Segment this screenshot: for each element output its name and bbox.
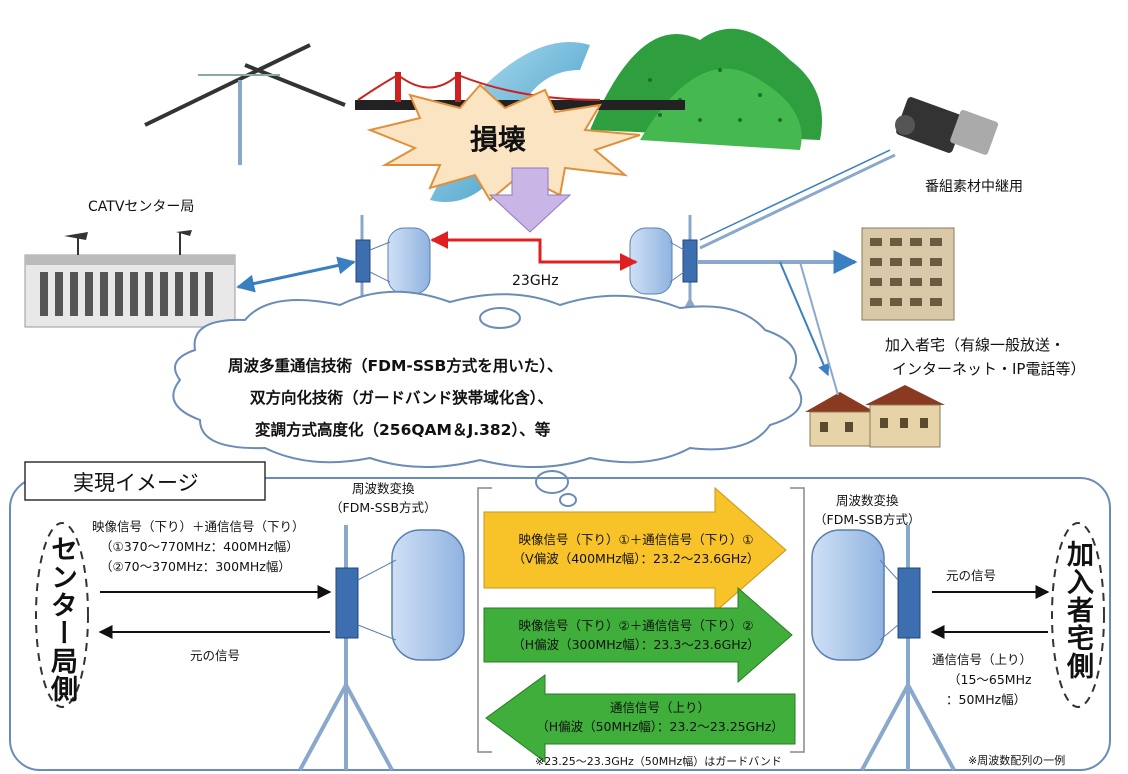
cloud-line-1: 周波多重通信技術（FDM-SSB方式を用いた）、 [228, 357, 563, 375]
green-arrow-line1: 映像信号（下り）②＋通信信号（下り）② [518, 618, 754, 633]
yellow-downlink-arrow-shape [483, 486, 787, 614]
realization-image-frame [9, 477, 1111, 771]
catv-building-illustration [24, 230, 236, 328]
apartment-building-illustration [861, 227, 955, 321]
camera-link-line-2 [699, 149, 891, 241]
program-relay-label: 番組素材中継用 [925, 179, 1023, 195]
subscriber-side-ellipse [1051, 522, 1105, 708]
tv-antenna-illustration [144, 43, 346, 165]
cloud-line-3: 変調方式高度化（256QAM＆J.382）、等 [255, 421, 551, 439]
thought-cloud [172, 290, 803, 507]
right-original-signal: 元の信号 [946, 568, 997, 583]
yellow-arrow-line1: 映像信号（下り）①＋通信信号（下り）① [518, 532, 754, 547]
right-upstream-line1: 通信信号（上り） [932, 652, 1033, 667]
left-signal-line1: 映像信号（下り）＋通信信号（下り） [92, 519, 305, 534]
camera-link-line [699, 153, 896, 250]
cloud-line-2: 双方向化技術（ガードバンド狭帯域化含）、 [250, 389, 554, 407]
houses-illustration [805, 385, 945, 448]
red-23ghz-link [430, 231, 638, 271]
example-note: ※周波数配列の一例 [968, 754, 1066, 767]
right-upstream-line3: ：50MHz幅） [946, 692, 1027, 707]
subscriber-side-label: 加入者宅側 [1062, 540, 1093, 680]
damage-burst-shape [366, 83, 641, 202]
house-link-line-2 [799, 261, 839, 396]
converter-right-line2: （FDM-SSB方式） [814, 512, 921, 527]
left-signal-line3: （②70～370MHz：300MHz幅） [100, 559, 291, 574]
subscriber-label-line2: インターネット・IP電話等） [892, 360, 1086, 378]
right-upstream-line2: （15～65MHz [948, 672, 1032, 687]
converter-left-line2: （FDM-SSB方式） [330, 500, 437, 515]
converter-left-line1: 周波数変換 [352, 481, 415, 496]
video-camera-illustration [895, 97, 999, 155]
right-radio-station-bottom [811, 525, 956, 771]
uplink-arrow-line1: 通信信号（上り） [609, 700, 710, 715]
converter-right-line1: 周波数変換 [836, 493, 899, 508]
uplink-arrow-line2: （H偏波（50MHz幅）：23.2～23.25GHz） [536, 719, 784, 734]
subscriber-label-line1: 加入者宅（有線一般放送・ [885, 336, 1066, 354]
realization-title: 実現イメージ [73, 471, 199, 495]
frequency-bracket [477, 487, 805, 753]
green-uplink-arrow-shape [485, 674, 796, 763]
left-original-signal: 元の信号 [190, 648, 241, 663]
yellow-arrow-line2: （V偏波（400MHz幅）：23.2～23.6GHz） [512, 551, 760, 566]
left-radio-station-bottom [298, 525, 465, 771]
mountain-illustration [590, 28, 822, 150]
title-box [24, 461, 266, 501]
left-signal-line2: （①370～770MHz：400MHz幅） [100, 539, 299, 554]
green-downlink-arrow-shape [483, 586, 793, 684]
uplink-arrow-text: 通信信号（上り） （H偏波（50MHz幅）：23.2～23.25GHz） [520, 698, 800, 736]
yellow-arrow-text: 映像信号（下り）①＋通信信号（下り）① （V偏波（400MHz幅）：23.2～2… [486, 530, 786, 568]
catv-link-arrow [236, 256, 356, 293]
center-station-label: CATVセンター局 [88, 199, 195, 215]
green-arrow-text: 映像信号（下り）②＋通信信号（下り）② （H偏波（300MHz幅）：23.3～2… [486, 616, 786, 654]
house-link-line [779, 261, 830, 377]
down-arrow-shape [488, 167, 572, 233]
guard-band-note: ※23.25～23.3GHz（50MHz幅）はガードバンド [535, 755, 782, 768]
damage-label: 損壊 [470, 123, 527, 156]
green-arrow-line2: （H偏波（300MHz幅）：23.3～23.6GHz） [512, 637, 760, 652]
center-side-label: センター局側 [46, 535, 77, 703]
frequency-label: 23GHz [512, 273, 559, 289]
center-side-ellipse [35, 522, 89, 708]
